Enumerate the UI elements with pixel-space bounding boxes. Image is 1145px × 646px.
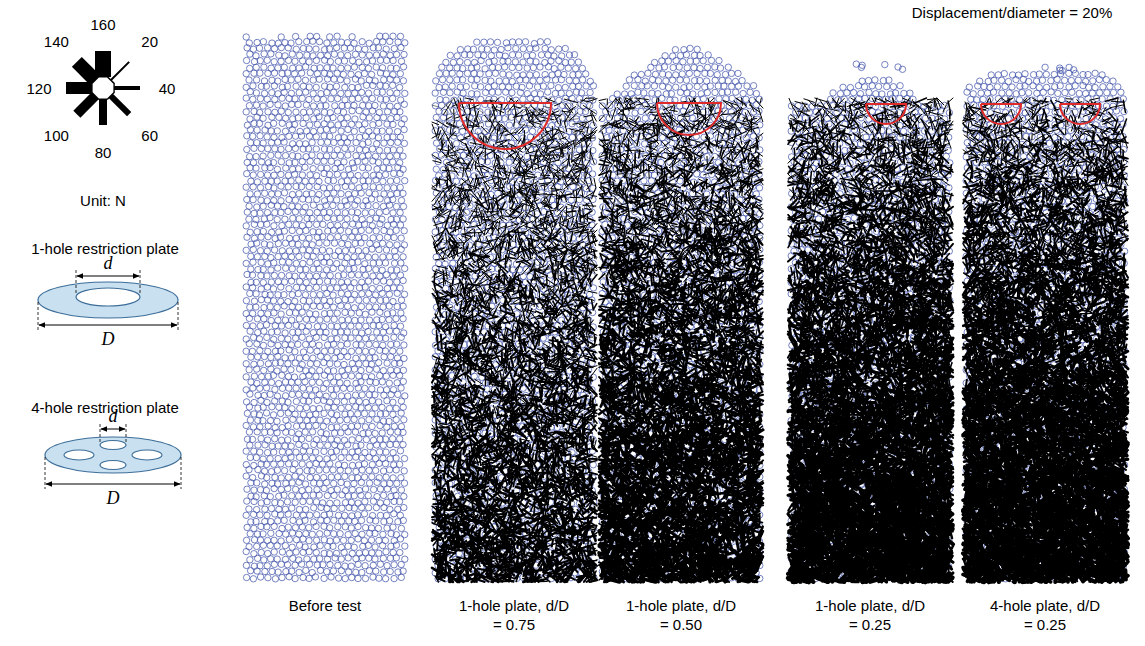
extension-line [140, 270, 141, 295]
force-chains [432, 98, 594, 157]
header-note: Displacement/diameter = 20% [912, 3, 1113, 22]
extension-line [178, 302, 179, 330]
hole-zone-outline [981, 104, 1021, 124]
one-hole-plate-sketch [38, 270, 178, 330]
force-bar [109, 94, 132, 117]
force-chains [599, 98, 763, 353]
particles [243, 33, 408, 582]
plate-hole [100, 441, 126, 450]
four-hole-plate-sketch [45, 424, 181, 489]
force-scale-value: 60 [141, 125, 158, 144]
force-chains [984, 560, 1121, 582]
unit-note: Unit: N [80, 191, 126, 210]
force-chains [788, 558, 945, 582]
particle-assembly [599, 45, 763, 582]
rose-center [92, 77, 114, 99]
force-scale-value: 140 [44, 32, 69, 51]
force-chains [788, 487, 953, 582]
dimension-label: d [109, 407, 118, 426]
force-chains [788, 178, 953, 582]
force-scale-value: 120 [26, 79, 51, 98]
force-scale-rose [66, 51, 140, 125]
force-chains [432, 473, 596, 582]
force-chains [788, 98, 953, 278]
force-bar [66, 82, 92, 94]
force-chains [963, 402, 1128, 582]
particle-assembly [432, 38, 597, 582]
extension-line [45, 457, 46, 489]
plate-title: 4-hole restriction plate [31, 398, 179, 417]
force-chains [963, 249, 1128, 582]
hole-zone-outline [866, 104, 906, 124]
dimension-line [39, 325, 177, 326]
panel-caption: 1-hole plate, d/D = 0.25 [814, 596, 926, 634]
hole-zone-outline [1060, 104, 1100, 124]
extension-line [76, 270, 77, 295]
force-chains [963, 98, 1128, 275]
force-scale-value: 160 [90, 15, 115, 34]
panel-caption: 1-hole plate, d/D = 0.50 [625, 596, 737, 634]
force-chains [432, 98, 597, 529]
particle-assembly [963, 64, 1128, 582]
hole-zone-outline [459, 103, 551, 149]
extension-line [100, 424, 101, 443]
force-chains [599, 123, 763, 582]
force-bar [114, 86, 140, 90]
force-bar [99, 99, 107, 125]
force-chains [963, 484, 1128, 582]
dimension-line [77, 276, 139, 277]
dimension-line [101, 429, 125, 430]
dimension-label: D [102, 330, 115, 349]
force-scale-value: 20 [141, 32, 158, 51]
particle-panels [243, 33, 1128, 582]
plate-disk [38, 282, 178, 318]
force-bar [110, 61, 130, 81]
plate-disk [45, 437, 181, 473]
dimension-line [46, 484, 180, 485]
hole-zone-outline [657, 103, 721, 135]
extension-line [181, 457, 182, 489]
particles [432, 38, 597, 582]
particle-assembly [243, 33, 408, 582]
panel-caption: 4-hole plate, d/D = 0.25 [989, 596, 1101, 634]
panel-caption: 1-hole plate, d/D = 0.75 [458, 596, 570, 634]
panel-caption: Before test [269, 596, 381, 615]
plate-hole [76, 288, 140, 306]
force-scale-value: 40 [159, 79, 176, 98]
force-scale-value: 80 [95, 143, 112, 162]
particles [788, 61, 953, 582]
dimension-label: D [107, 489, 120, 508]
particles [599, 45, 763, 582]
particles [963, 64, 1128, 582]
plate-hole [64, 450, 94, 460]
force-chains [599, 315, 763, 582]
force-scale-value: 100 [44, 125, 69, 144]
plate-hole [132, 450, 162, 460]
extension-line [38, 302, 39, 330]
extension-line [126, 424, 127, 443]
dimension-label: d [104, 254, 113, 273]
plate-hole [100, 461, 126, 470]
force-chains [599, 520, 761, 582]
particle-assembly [788, 61, 953, 582]
